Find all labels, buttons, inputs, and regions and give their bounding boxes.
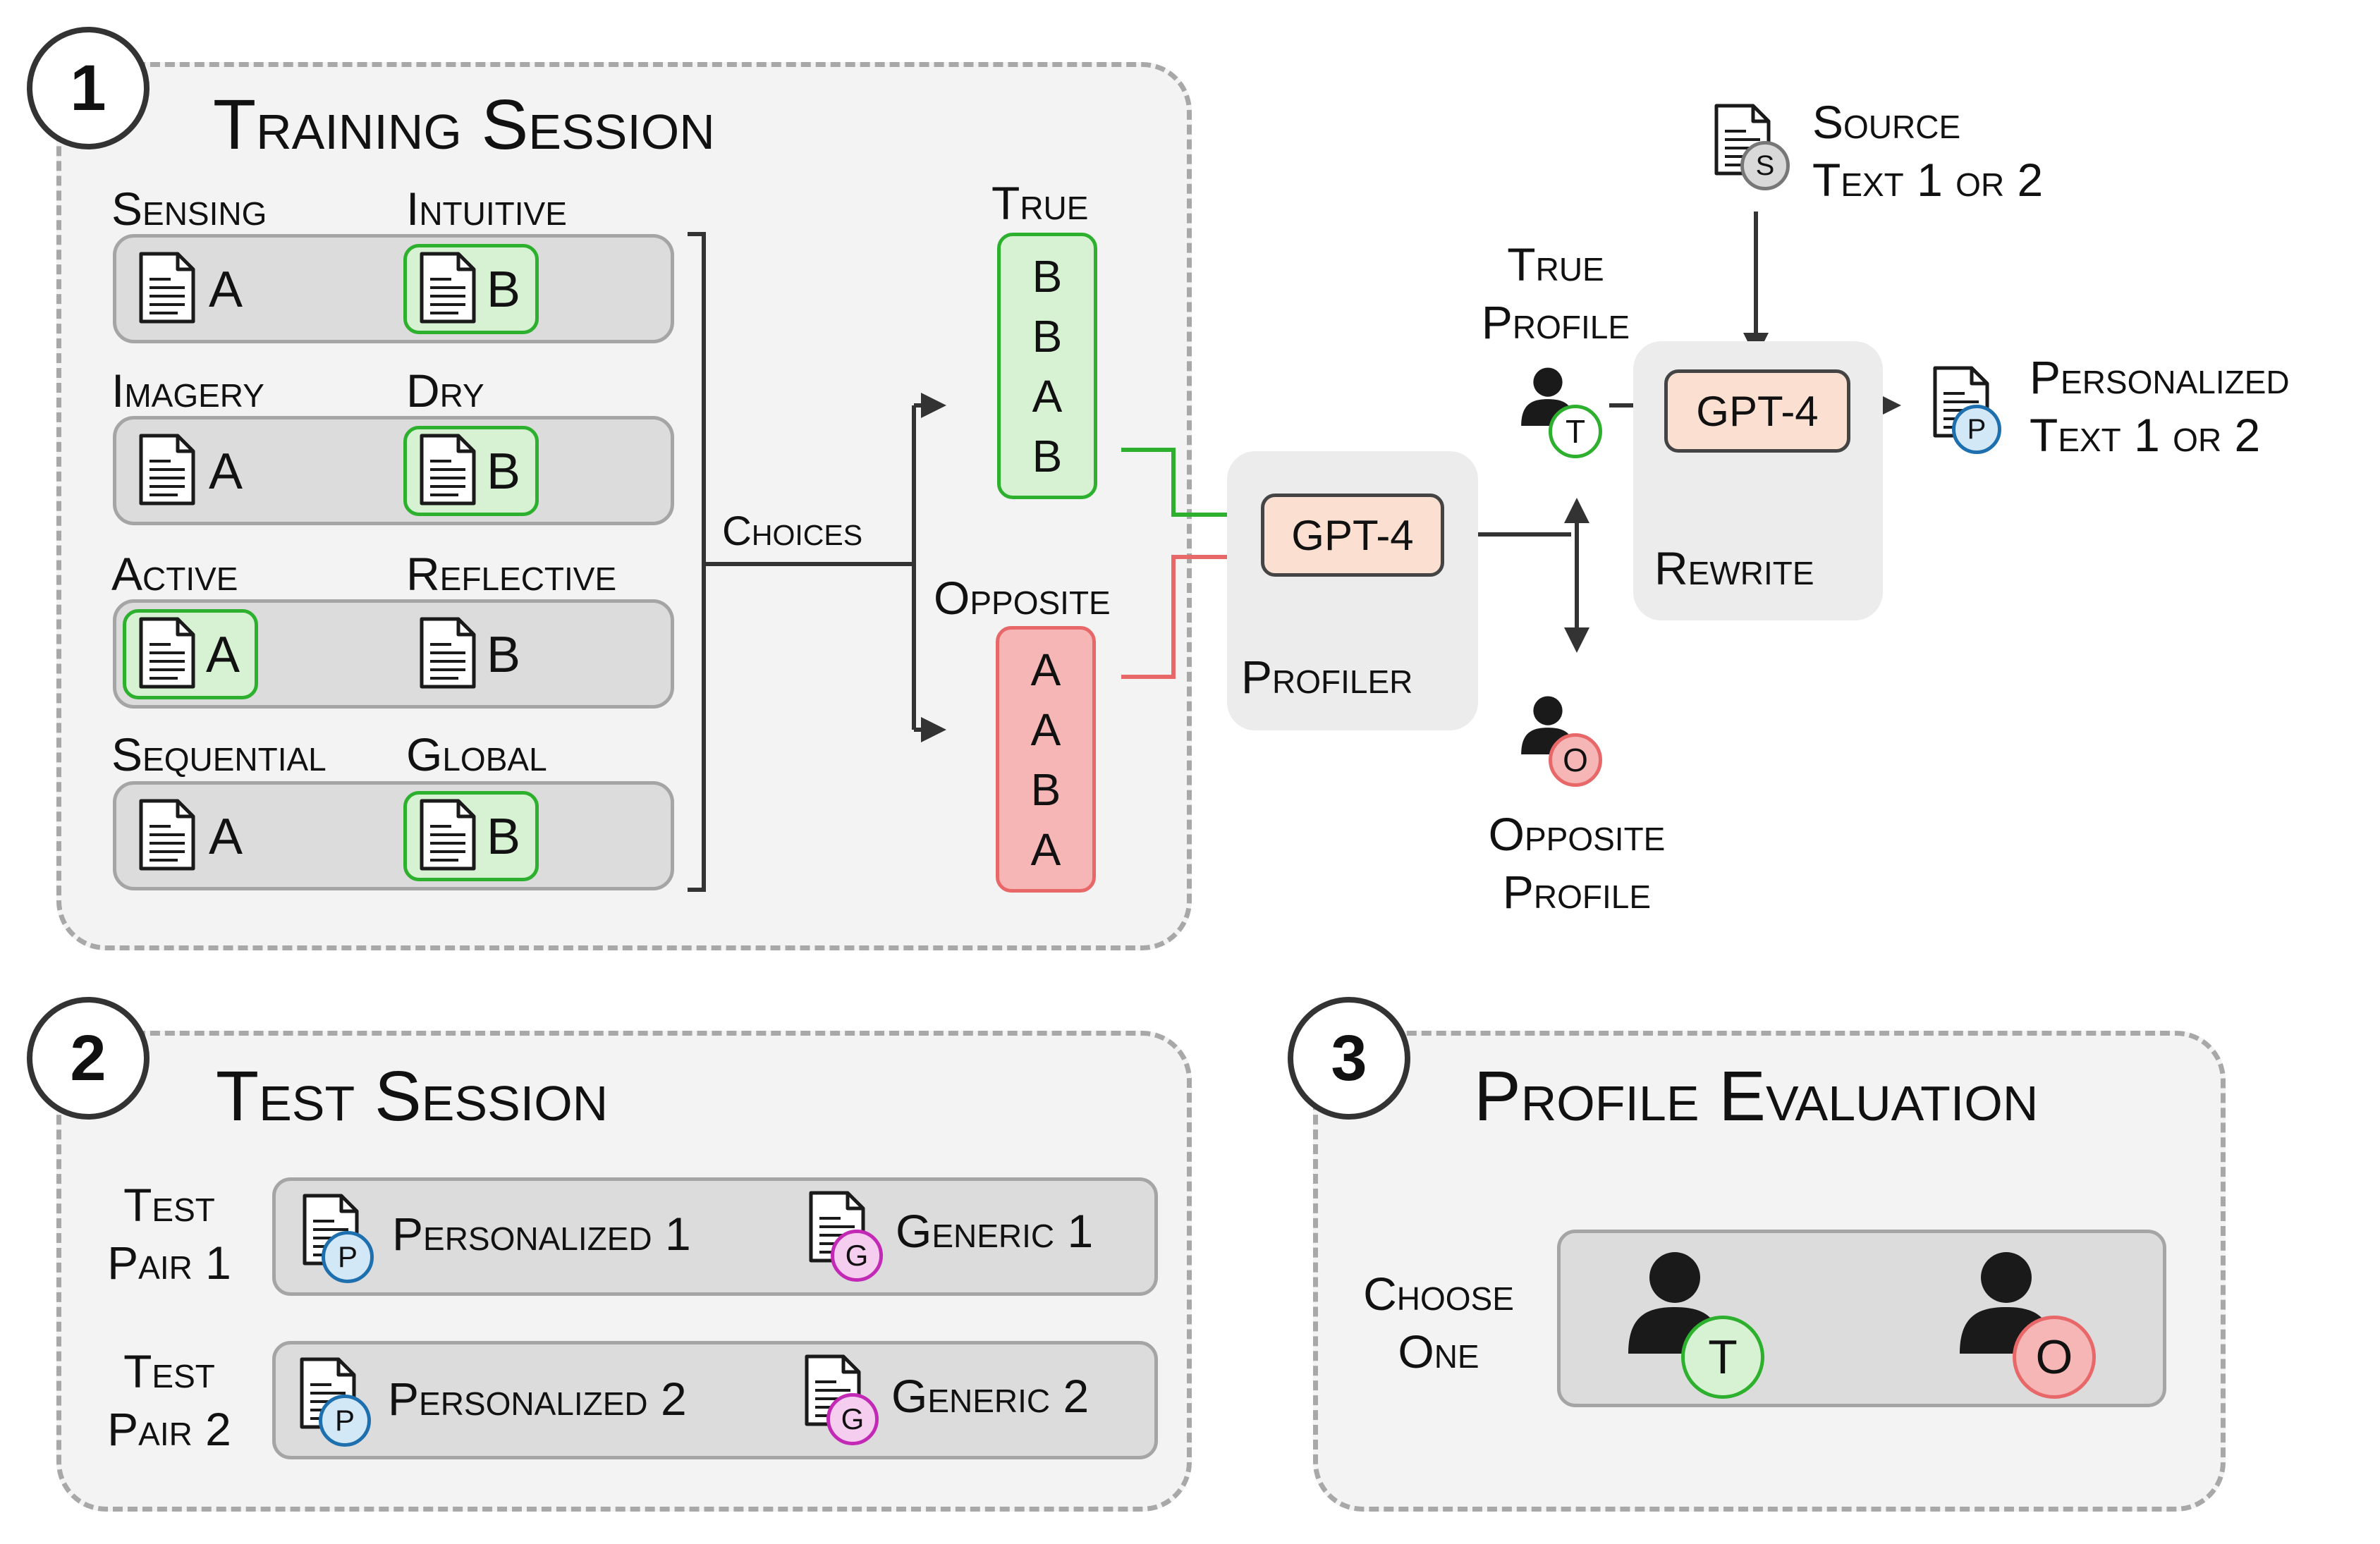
row4-box: [113, 781, 674, 890]
true-profile-badge: T: [1549, 405, 1602, 458]
choose-line1: Choose: [1363, 1268, 1514, 1320]
option-true-profile[interactable]: T: [1622, 1248, 1770, 1399]
training-session-title: Training Session: [213, 85, 715, 164]
opposite-profile-label: Opposite Profile: [1463, 805, 1691, 921]
test-pair1-line1: Test: [123, 1179, 215, 1231]
source-label: Source Text 1 or 2: [1812, 93, 2043, 209]
rewrite-gpt4-box: GPT-4: [1664, 369, 1850, 453]
pair1-personalized-badge: P: [322, 1231, 374, 1283]
pair1-generic-label: Generic 1: [896, 1205, 1094, 1257]
test-pair2-label: Test Pair 2: [85, 1342, 254, 1458]
opposite-seq-item: A: [1030, 704, 1061, 755]
row3-left-letter: A: [206, 627, 240, 683]
step-number-2: 2: [27, 997, 149, 1120]
source-badge: S: [1740, 141, 1790, 190]
document-icon: [138, 616, 196, 690]
test-pair2-line1: Test: [123, 1345, 215, 1397]
row2-left-letter: A: [209, 443, 243, 500]
test-pair1-line2: Pair 1: [107, 1237, 231, 1289]
opposite-profile-line1: Opposite: [1488, 808, 1666, 860]
personalized-line1: Personalized: [2030, 351, 2290, 403]
option-true-badge: T: [1681, 1316, 1764, 1399]
document-icon: [138, 433, 196, 506]
personalized-badge: P: [1952, 405, 2001, 454]
opposite-profile-line2: Profile: [1502, 866, 1652, 918]
document-icon: [419, 798, 477, 871]
document-icon: [138, 798, 196, 871]
test-pair1-label: Test Pair 1: [85, 1176, 254, 1292]
document-icon: [419, 433, 477, 506]
row1-right-label: Intuitive: [406, 183, 567, 235]
opposite-choice-sequence: A A B A: [996, 626, 1096, 893]
row2-right-label: Dry: [406, 364, 484, 417]
profile-evaluation-title: Profile Evaluation: [1474, 1057, 2039, 1136]
pair2-generic-badge: G: [826, 1393, 879, 1445]
document-icon: [138, 251, 196, 324]
true-seq-item: B: [1032, 250, 1063, 302]
personalized-line2: Text 1 or 2: [2030, 409, 2261, 461]
test-session-title: Test Session: [216, 1057, 609, 1136]
option-opposite-badge: O: [2013, 1316, 2096, 1399]
pair2-personalized-badge: P: [319, 1395, 371, 1447]
row3-left-label: Active: [111, 548, 238, 600]
row4-left-letter: A: [209, 809, 243, 865]
test-pair1-box: [272, 1177, 1158, 1296]
option-opposite-profile[interactable]: O: [1953, 1248, 2101, 1399]
row4-left-label: Sequential: [111, 728, 327, 780]
pair2-personalized-label: Personalized 2: [388, 1373, 687, 1425]
source-line2: Text 1 or 2: [1812, 154, 2044, 206]
row1-left-label: Sensing: [111, 183, 267, 235]
choose-one-label: Choose One: [1340, 1265, 1537, 1380]
row4-right-letter: B: [487, 809, 521, 865]
step-number-3: 3: [1288, 997, 1410, 1120]
choices-label: Choices: [722, 508, 863, 554]
opposite-seq-item: B: [1030, 764, 1061, 815]
profiler-label: Profiler: [1241, 651, 1413, 703]
opposite-label: Opposite: [934, 572, 1111, 624]
test-pair2-line2: Pair 2: [107, 1403, 231, 1455]
true-profile-line2: Profile: [1481, 296, 1630, 348]
pair2-generic-label: Generic 2: [891, 1370, 1090, 1422]
choose-line2: One: [1398, 1325, 1479, 1378]
row1-box: [113, 234, 674, 343]
step-number-1: 1: [27, 27, 149, 149]
true-seq-item: B: [1032, 310, 1063, 362]
true-label: True: [991, 177, 1089, 229]
source-line1: Source: [1812, 96, 1961, 148]
row3-right-label: Reflective: [406, 548, 617, 600]
rewrite-label: Rewrite: [1654, 542, 1814, 594]
row2-box: [113, 416, 674, 525]
true-profile-line1: True: [1507, 238, 1604, 290]
pair1-generic-badge: G: [831, 1230, 883, 1282]
true-seq-item: B: [1032, 430, 1063, 482]
true-profile-label: True Profile: [1463, 235, 1649, 351]
row1-left-letter: A: [209, 262, 243, 318]
opposite-seq-item: A: [1030, 823, 1061, 875]
personalized-label: Personalized Text 1 or 2: [2030, 348, 2290, 464]
document-icon: [419, 251, 477, 324]
opposite-profile-badge: O: [1549, 733, 1602, 787]
opposite-seq-item: A: [1030, 644, 1061, 695]
true-seq-item: A: [1032, 370, 1063, 422]
row3-right-letter: B: [487, 627, 521, 683]
test-pair2-box: [272, 1341, 1158, 1459]
document-icon: [419, 616, 477, 690]
row2-left-label: Imagery: [111, 364, 264, 417]
true-choice-sequence: B B A B: [997, 233, 1097, 499]
row2-right-letter: B: [487, 443, 521, 500]
profiler-gpt4-box: GPT-4: [1261, 494, 1444, 577]
row4-right-label: Global: [406, 728, 547, 780]
pair1-personalized-label: Personalized 1: [392, 1208, 691, 1260]
row1-right-letter: B: [487, 262, 521, 318]
